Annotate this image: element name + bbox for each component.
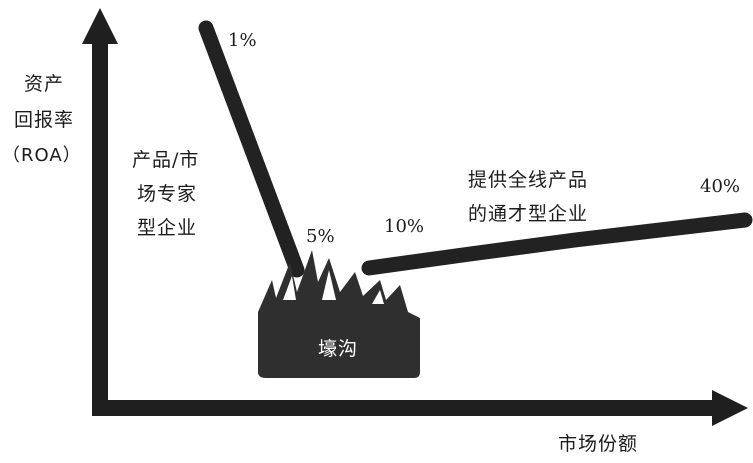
specialist-high-percentage: 1%	[228, 30, 257, 51]
generalist-label-line2: 的通才型企业	[468, 203, 589, 225]
y-axis-label-line2: 回报率	[14, 109, 75, 131]
generalist-label-line1: 提供全线产品	[468, 169, 589, 191]
specialist-label-line2: 场专家	[137, 183, 198, 205]
generalist-curve	[361, 212, 753, 276]
y-axis	[82, 8, 118, 416]
ditch-shape	[258, 250, 420, 378]
specialist-label-line3: 型企业	[137, 217, 198, 239]
specialist-label-line1: 产品/市	[132, 149, 200, 171]
y-axis-label-line1: 资产	[24, 73, 65, 95]
specialist-low-percentage: 5%	[306, 226, 335, 247]
generalist-low-percentage: 10%	[384, 216, 425, 237]
x-axis	[92, 390, 748, 426]
generalist-high-percentage: 40%	[700, 176, 741, 197]
specialist-curve	[198, 20, 305, 278]
y-axis-label-line3: （ROA）	[2, 145, 82, 166]
ditch-label: 壕沟	[318, 338, 359, 360]
x-axis-label: 市场份额	[558, 433, 639, 455]
